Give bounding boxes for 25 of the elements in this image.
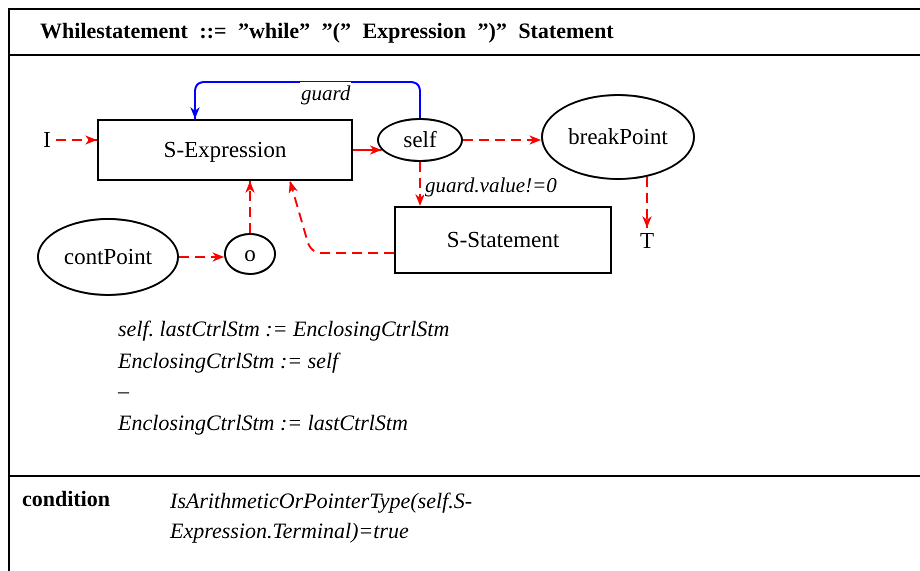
edge-label: guard (300, 82, 352, 104)
arrow (415, 162, 425, 206)
ellipse-node: self (377, 118, 463, 162)
text-label: I (38, 128, 56, 152)
assignment-text: EnclosingCtrlStm := self (118, 348, 338, 374)
arrow (288, 180, 394, 254)
condition-heading: condition (22, 486, 110, 512)
arrow (642, 176, 652, 228)
arrow (463, 135, 542, 145)
ellipse-node: contPoint (37, 218, 179, 296)
arrow (190, 81, 421, 119)
arrow (245, 181, 255, 233)
process-box: S-Statement (394, 206, 612, 274)
edge-label: guard.value!=0 (424, 174, 558, 196)
assignment-text: EnclosingCtrlStm := lastCtrlStm (118, 410, 408, 436)
ellipse-node: o (224, 233, 276, 275)
dash-text: – (118, 378, 129, 404)
assignment-text: self. lastCtrlStm := EnclosingCtrlStm (118, 316, 450, 342)
text-label: T (637, 228, 657, 254)
arrow (179, 252, 224, 262)
arrow (353, 145, 382, 155)
process-box: S-Expression (97, 119, 353, 181)
arrow (56, 135, 97, 145)
condition-text: IsArithmeticOrPointerType(self.S-Expression.Terminal)=true (170, 487, 474, 545)
title: Whilestatement ::= ”while” ”(” Expression ”)” Statement (40, 17, 614, 45)
